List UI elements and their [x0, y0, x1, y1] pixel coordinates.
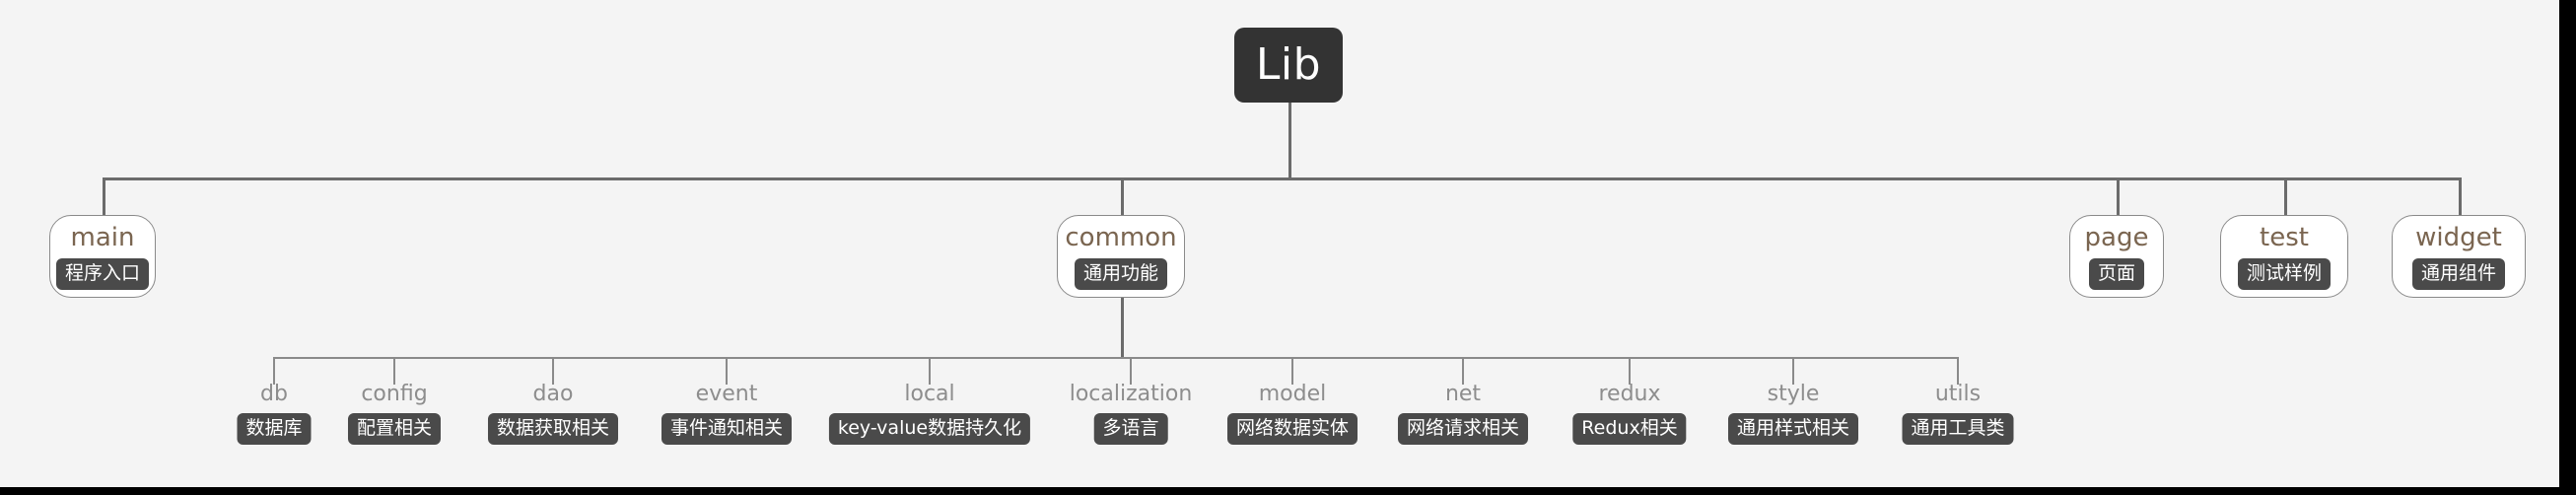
- connector-bus-level1: [103, 177, 2459, 180]
- node-model-label: model: [1258, 382, 1327, 406]
- connector-stub-local: [929, 357, 931, 385]
- node-db-label: db: [260, 382, 288, 406]
- node-utils-badge: 通用工具类: [1902, 413, 2014, 446]
- node-config-label: config: [361, 382, 428, 406]
- node-local-badge: key-value数据持久化: [828, 413, 1031, 446]
- node-localization[interactable]: localization 多语言: [1069, 382, 1193, 446]
- node-widget-label: widget: [2415, 222, 2502, 252]
- node-page[interactable]: page 页面: [2069, 215, 2164, 298]
- node-config-badge: 配置相关: [347, 413, 442, 446]
- node-model[interactable]: model 网络数据实体: [1226, 382, 1358, 446]
- node-net-label: net: [1444, 382, 1482, 406]
- node-localization-label: localization: [1069, 382, 1193, 406]
- node-root-lib[interactable]: Lib: [1234, 28, 1343, 103]
- node-test[interactable]: test 测试样例: [2220, 215, 2348, 298]
- connector-common-drop: [1121, 298, 1124, 359]
- node-page-badge: 页面: [2088, 258, 2144, 291]
- node-common-label: common: [1065, 222, 1177, 252]
- connector-stub-page: [2117, 177, 2120, 215]
- node-model-badge: 网络数据实体: [1226, 413, 1358, 446]
- node-net[interactable]: net 网络请求相关: [1397, 382, 1529, 446]
- node-style[interactable]: style 通用样式相关: [1727, 382, 1859, 446]
- connector-stub-common: [1121, 177, 1124, 215]
- node-event-badge: 事件通知相关: [661, 413, 793, 446]
- node-style-badge: 通用样式相关: [1727, 413, 1859, 446]
- connector-stub-db: [273, 357, 275, 385]
- node-redux-label: redux: [1598, 382, 1661, 406]
- connector-stub-event: [726, 357, 728, 385]
- connector-stub-net: [1462, 357, 1464, 385]
- node-widget[interactable]: widget 通用组件: [2392, 215, 2526, 298]
- connector-stub-model: [1291, 357, 1293, 385]
- node-db-badge: 数据库: [237, 413, 312, 446]
- node-common-badge: 通用功能: [1074, 258, 1167, 291]
- node-utils[interactable]: utils 通用工具类: [1902, 382, 2014, 446]
- node-test-badge: 测试样例: [2237, 258, 2331, 291]
- connector-stub-test: [2284, 177, 2287, 215]
- right-edge-bar: [2559, 0, 2576, 495]
- connector-stub-config: [393, 357, 395, 385]
- connector-stub-utils: [1957, 357, 1959, 385]
- node-widget-badge: 通用组件: [2411, 258, 2505, 291]
- node-localization-badge: 多语言: [1093, 413, 1168, 446]
- node-root-label: Lib: [1255, 39, 1322, 90]
- node-page-label: page: [2084, 222, 2149, 252]
- connector-stub-redux: [1629, 357, 1631, 385]
- connector-stub-dao: [552, 357, 554, 385]
- node-config[interactable]: config 配置相关: [347, 382, 442, 446]
- connector-stub-main: [103, 177, 105, 215]
- connector-root-drop: [1288, 103, 1291, 180]
- node-event[interactable]: event 事件通知相关: [661, 382, 793, 446]
- node-style-label: style: [1767, 382, 1820, 406]
- node-redux-badge: Redux相关: [1572, 413, 1687, 446]
- connector-stub-localization: [1130, 357, 1132, 385]
- node-dao[interactable]: dao 数据获取相关: [487, 382, 619, 446]
- node-main-label: main: [70, 222, 135, 252]
- node-test-label: test: [2260, 222, 2309, 252]
- node-common[interactable]: common 通用功能: [1057, 215, 1185, 298]
- node-dao-badge: 数据获取相关: [487, 413, 619, 446]
- connector-stub-widget: [2459, 177, 2462, 215]
- node-db[interactable]: db 数据库: [237, 382, 312, 446]
- node-utils-label: utils: [1934, 382, 1982, 406]
- connector-bus-level2: [273, 357, 1957, 359]
- node-dao-label: dao: [532, 382, 574, 406]
- node-net-badge: 网络请求相关: [1397, 413, 1529, 446]
- node-local[interactable]: local key-value数据持久化: [828, 382, 1031, 446]
- node-local-label: local: [904, 382, 955, 406]
- connector-stub-style: [1792, 357, 1794, 385]
- node-event-label: event: [695, 382, 758, 406]
- node-main-badge: 程序入口: [55, 258, 149, 291]
- bottom-edge-bar: [0, 487, 2559, 495]
- node-main[interactable]: main 程序入口: [49, 215, 156, 298]
